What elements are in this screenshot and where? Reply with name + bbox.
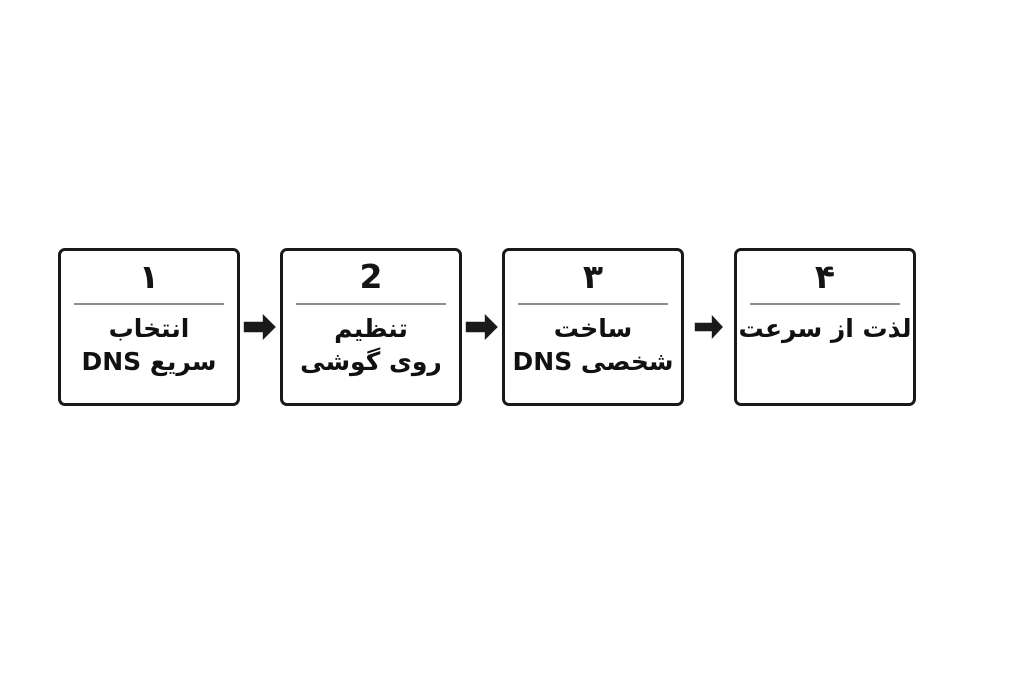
step-label-line-4a: لذت از سرعت [738, 314, 912, 343]
step-divider-4 [750, 303, 900, 305]
right-arrow-icon [693, 311, 725, 343]
step-label-line-1a: انتخاب [108, 314, 190, 343]
step-label-line-1b: سریع DNS [81, 347, 217, 376]
arrow-step3-to-step4 [684, 248, 734, 406]
step-body-3: ساخت شخصی DNS [505, 305, 681, 403]
step-box-4[interactable]: ۴ لذت از سرعت [734, 248, 916, 406]
step-body-2: تنظیم روی گوشی [283, 305, 459, 403]
step-number-2: 2 [359, 257, 383, 296]
right-arrow-icon [464, 310, 500, 344]
step-number-3: ۳ [582, 257, 604, 296]
right-arrow-icon [242, 310, 278, 344]
arrow-step2-to-step3 [462, 248, 502, 406]
step-label-line-2a: تنظیم [334, 314, 408, 343]
step-label-line-3b: شخصی DNS [512, 347, 674, 376]
step-label-line-3a: ساخت [553, 314, 633, 343]
process-flow-row: ۱ انتخاب سریع DNS 2 تنظیم روی گوشی [58, 248, 916, 406]
step-body-1: انتخاب سریع DNS [61, 305, 237, 403]
step-body-4: لذت از سرعت [737, 305, 913, 403]
step-box-2[interactable]: 2 تنظیم روی گوشی [280, 248, 462, 406]
step-box-3[interactable]: ۳ ساخت شخصی DNS [502, 248, 684, 406]
step-box-1[interactable]: ۱ انتخاب سریع DNS [58, 248, 240, 406]
step-divider-3 [518, 303, 668, 305]
step-number-1: ۱ [138, 257, 160, 296]
step-divider-2 [296, 303, 446, 305]
step-number-4: ۴ [814, 257, 836, 296]
arrow-step1-to-step2 [240, 248, 280, 406]
step-divider-1 [74, 303, 224, 305]
step-label-line-2b: روی گوشی [300, 347, 442, 376]
